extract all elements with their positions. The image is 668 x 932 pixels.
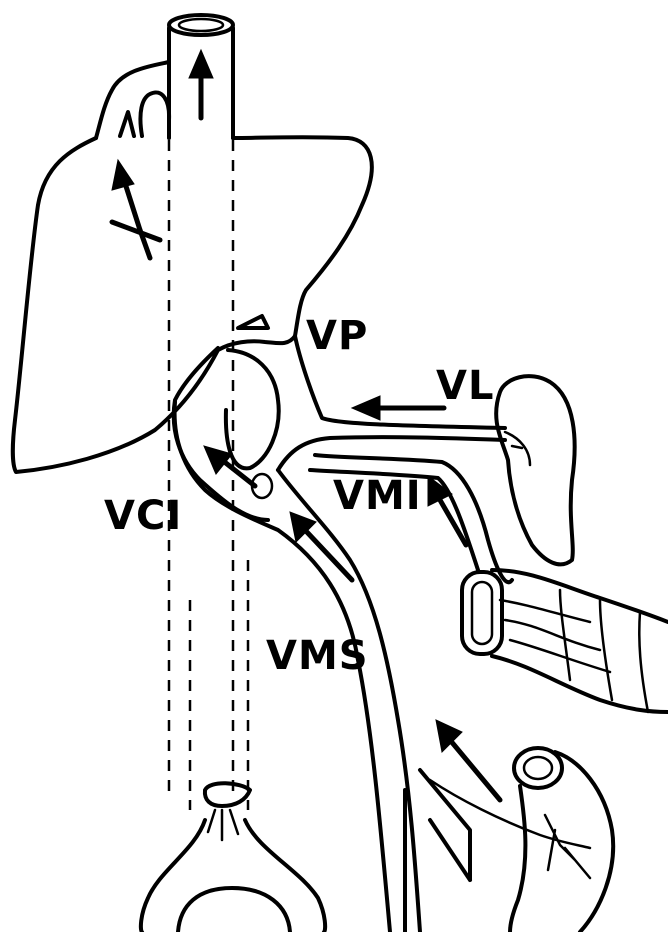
small-triangle — [238, 316, 268, 328]
flow-arrow-vms-lower — [436, 720, 500, 800]
label-vms: VMS — [266, 636, 369, 676]
hepatic-veins — [96, 62, 169, 138]
label-vci: VCI — [104, 496, 182, 536]
label-vp: VP — [306, 316, 368, 356]
liver-outline — [13, 137, 372, 472]
flow-arrow-hepatic-blocked — [112, 160, 160, 258]
colon — [462, 570, 668, 712]
spleen — [496, 376, 574, 564]
label-vl: VL — [436, 366, 494, 406]
sigmoid-colon — [430, 748, 613, 932]
flow-arrow-vl — [352, 396, 444, 420]
label-vmi: VMI — [333, 476, 422, 516]
flow-arrow-ivc — [189, 50, 213, 118]
ivc-ligature — [141, 783, 325, 932]
